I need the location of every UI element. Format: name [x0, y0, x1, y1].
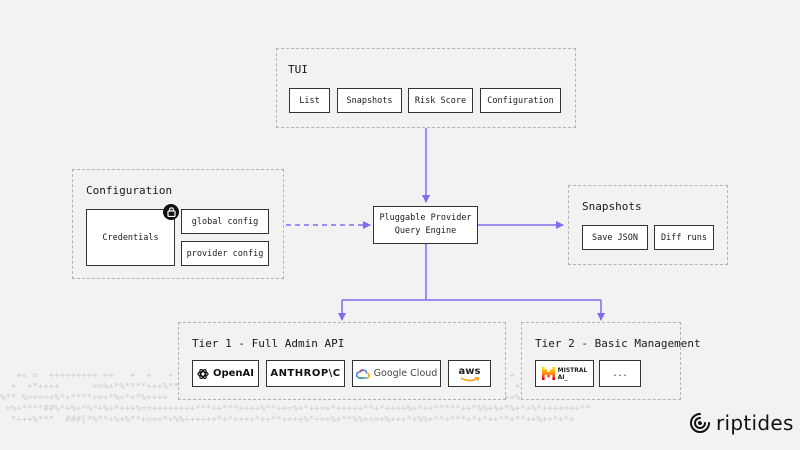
google-cloud-label: Google Cloud — [373, 368, 438, 379]
tui-risk-score-button[interactable]: Risk Score — [408, 88, 473, 113]
provider-config-node: provider config — [181, 241, 269, 266]
snapshots-title: Snapshots — [582, 200, 642, 213]
mistral-label: MISTRAL AI_ — [558, 367, 588, 381]
lock-icon — [163, 204, 179, 220]
brand-name: riptides — [716, 411, 794, 435]
engine-line-2: Query Engine — [394, 226, 457, 236]
anthropic-label: ANTHROP\C — [270, 368, 341, 379]
more-providers-node: ... — [599, 360, 641, 387]
diff-runs-node: Diff runs — [654, 225, 714, 250]
riptides-swirl-icon — [690, 413, 710, 433]
mistral-icon — [541, 367, 555, 380]
tui-configuration-button[interactable]: Configuration — [480, 88, 561, 113]
global-config-node: global config — [181, 209, 269, 234]
mistral-provider: MISTRAL AI_ — [535, 360, 594, 387]
tui-snapshots-button[interactable]: Snapshots — [337, 88, 402, 113]
query-engine-node: Pluggable Provider Query Engine — [373, 206, 478, 244]
mistral-label-line-2: AI_ — [557, 373, 568, 381]
google-cloud-provider: Google Cloud — [352, 360, 441, 387]
anthropic-provider: ANTHROP\C — [266, 360, 345, 387]
save-json-node: Save JSON — [582, 225, 648, 250]
openai-icon — [197, 368, 209, 379]
tier1-title: Tier 1 - Full Admin API — [192, 337, 345, 350]
aws-smile-icon — [460, 376, 479, 381]
riptides-logo: riptides — [689, 411, 794, 435]
tier2-title: Tier 2 - Basic Management — [535, 337, 701, 350]
tui-title: TUI — [288, 63, 308, 76]
google-cloud-icon — [355, 368, 370, 379]
credentials-node: Credentials — [86, 209, 175, 266]
tui-list-button[interactable]: List — [289, 88, 330, 113]
configuration-title: Configuration — [86, 184, 173, 197]
arrow-engine-to-tiers — [342, 244, 601, 301]
aws-label: aws — [458, 365, 481, 377]
openai-provider: OpenAI — [192, 360, 259, 387]
aws-provider: aws — [448, 360, 491, 387]
openai-label: OpenAI — [212, 368, 255, 379]
mistral-label-line-1: MISTRAL — [557, 366, 588, 374]
engine-line-1: Pluggable Provider — [379, 213, 472, 223]
